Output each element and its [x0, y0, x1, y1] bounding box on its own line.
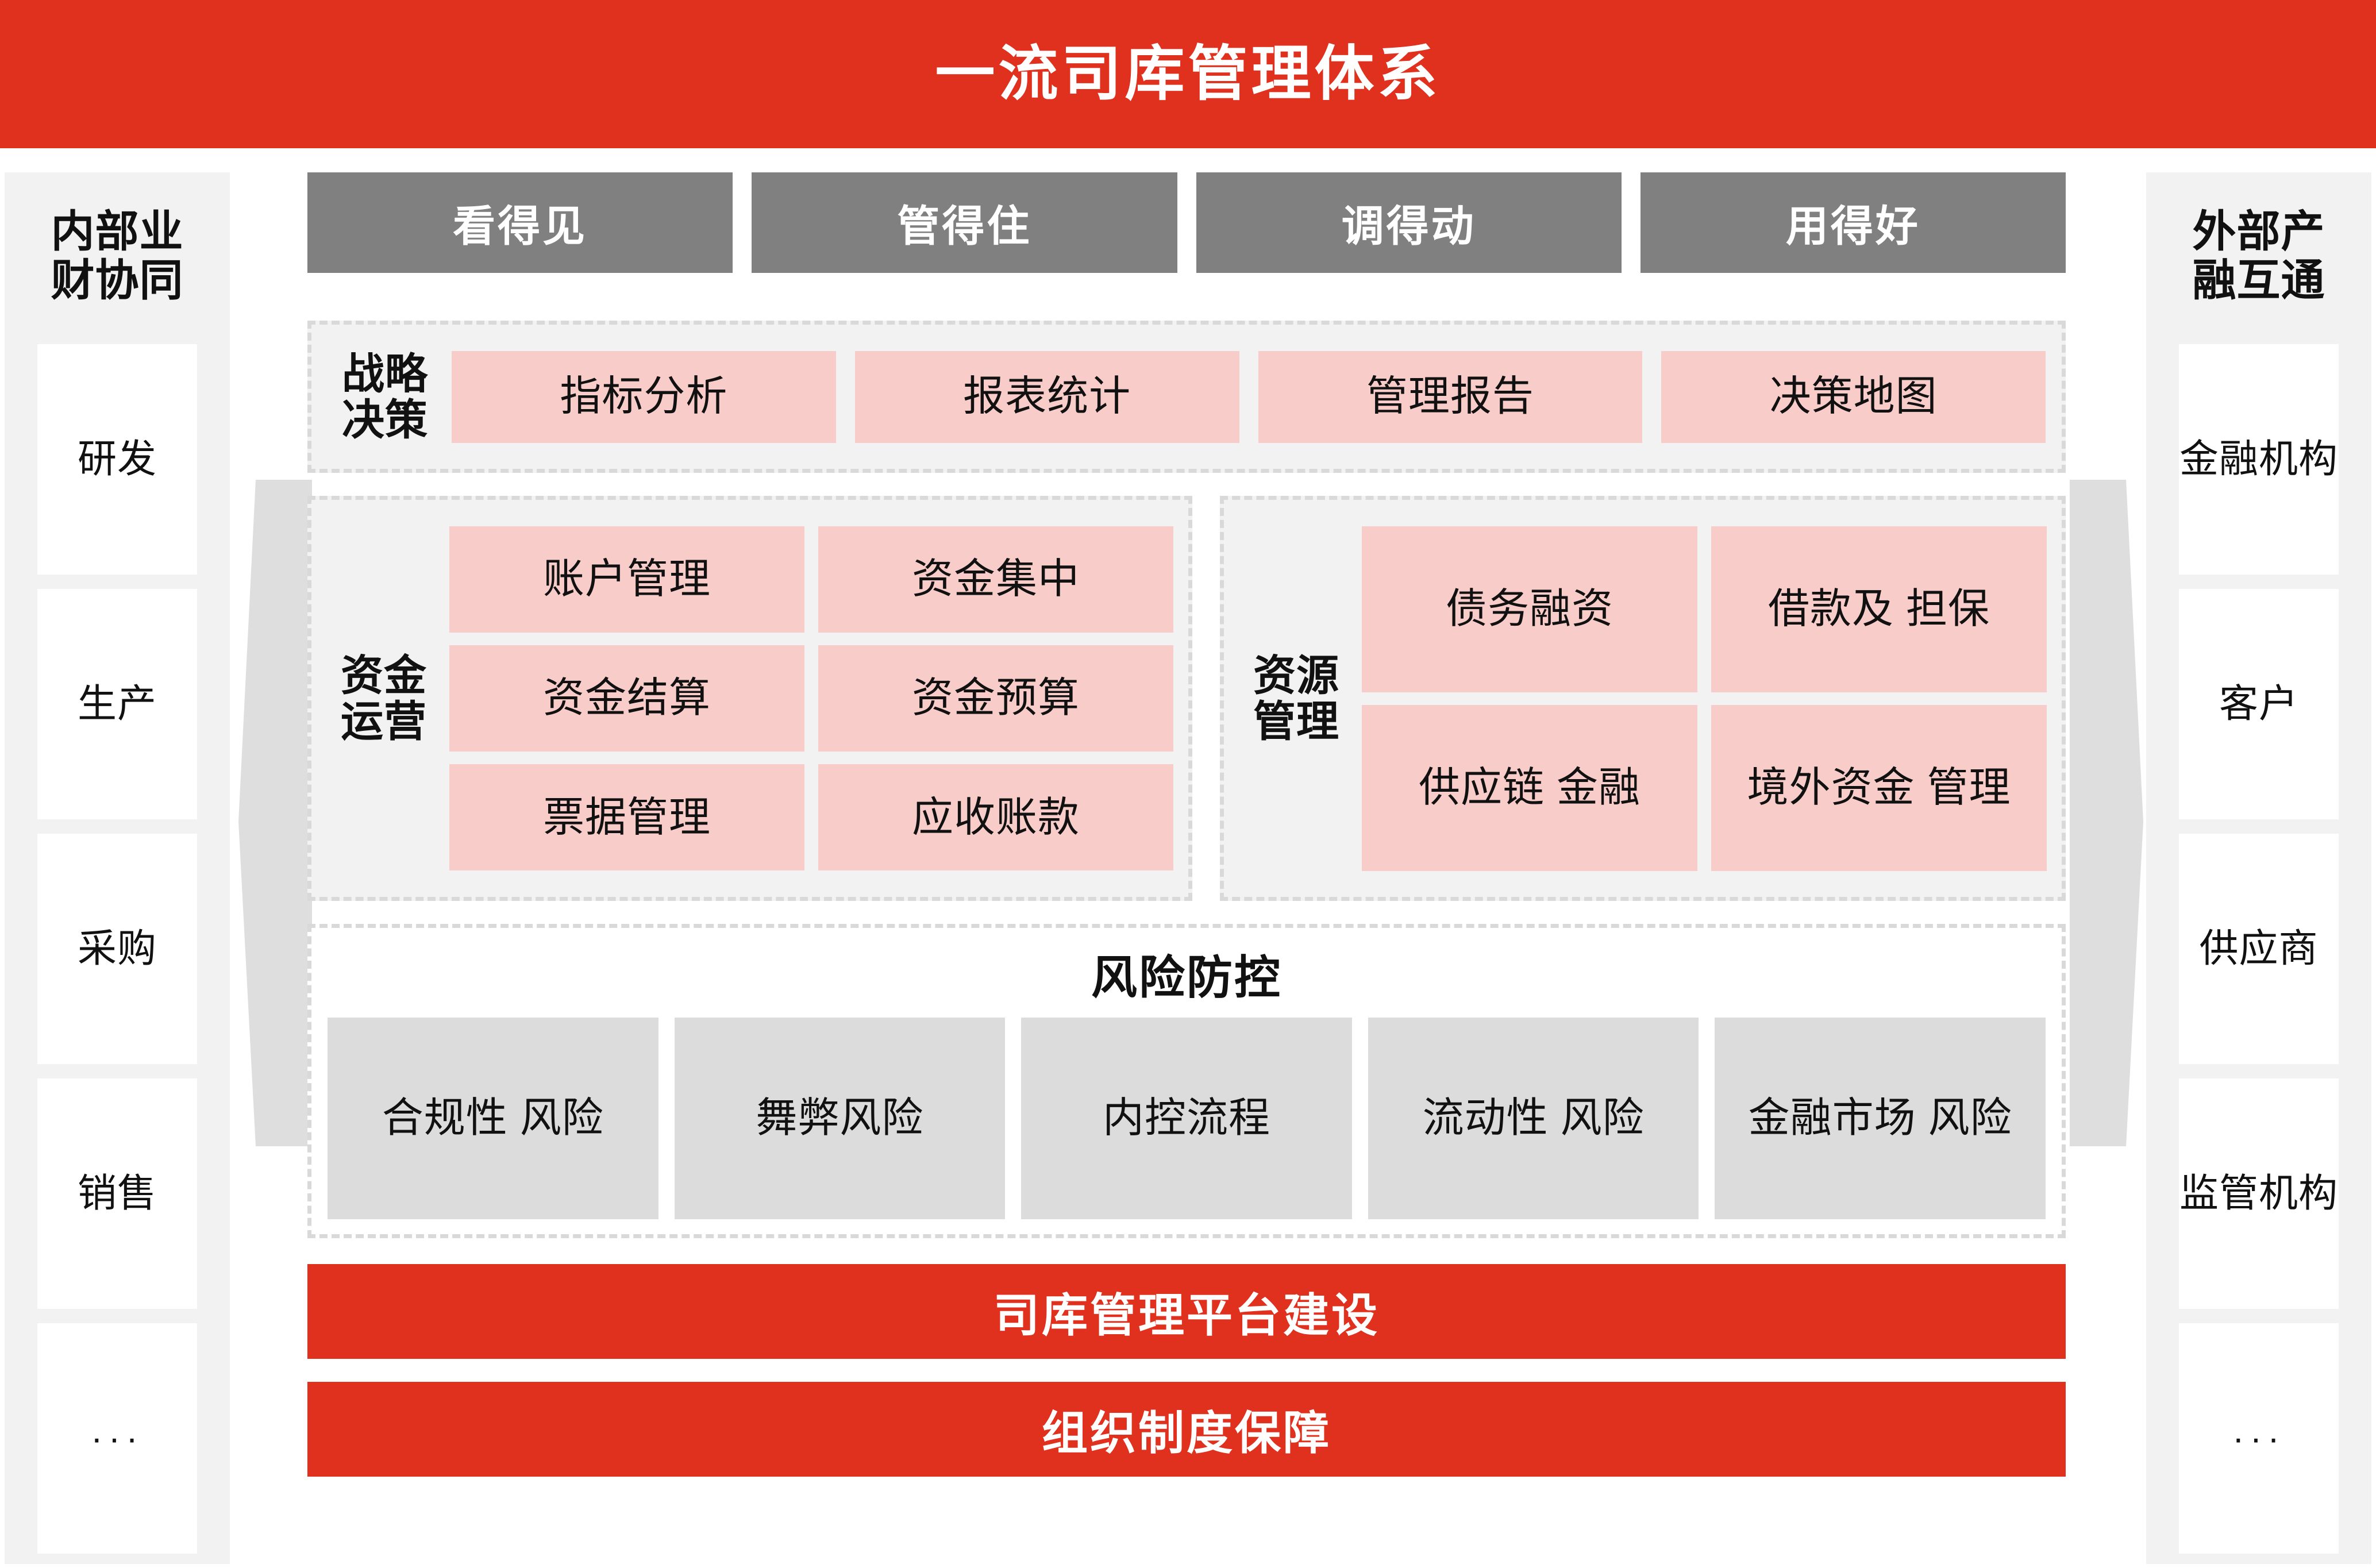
- right-panel-item-more[interactable]: ···: [2179, 1323, 2339, 1554]
- operations-chip-grid: 账户管理 资金集中 资金结算 资金预算 票据管理 应收账款: [449, 526, 1173, 871]
- left-side-panel: 内部业财协同 研发 生产 采购 销售 ···: [5, 172, 230, 1564]
- risk-chip-3[interactable]: 内控流程: [1021, 1018, 1352, 1219]
- risk-chip-4[interactable]: 流动性 风险: [1368, 1018, 1699, 1219]
- strategy-section: 战略 决策 指标分析 报表统计 管理报告 决策地图: [307, 321, 2066, 473]
- right-panel-item-4[interactable]: 监管机构: [2179, 1078, 2339, 1309]
- resources-chip-2[interactable]: 借款及 担保: [1711, 526, 2047, 692]
- operations-chip-6[interactable]: 应收账款: [818, 764, 1173, 871]
- strategy-chip-1[interactable]: 指标分析: [452, 350, 836, 443]
- strategy-chip-4[interactable]: 决策地图: [1661, 350, 2046, 443]
- resources-section-label: 资源 管理: [1253, 651, 1339, 745]
- right-panel-item-2[interactable]: 客户: [2179, 589, 2339, 819]
- resources-section: 资源 管理 债务融资 借款及 担保 供应链 金融 境外资金 管理: [1220, 496, 2066, 901]
- foundation-bar-organization[interactable]: 组织制度保障: [307, 1382, 2066, 1477]
- operations-chip-4[interactable]: 资金预算: [818, 645, 1173, 752]
- pillar-row: 看得见 管得住 调得动 用得好: [307, 172, 2066, 273]
- pillar-button-3[interactable]: 调得动: [1196, 172, 1622, 273]
- main-content: 看得见 管得住 调得动 用得好 战略 决策 指标分析 报表统计 管理报告 决策地…: [307, 172, 2066, 1564]
- foundation-bar-platform[interactable]: 司库管理平台建设: [307, 1264, 2066, 1359]
- strategy-section-label: 战略 决策: [342, 349, 428, 444]
- right-panel-item-3[interactable]: 供应商: [2179, 834, 2339, 1064]
- resources-chip-1[interactable]: 债务融资: [1362, 526, 1697, 692]
- operations-chip-2[interactable]: 资金集中: [818, 526, 1173, 633]
- strategy-chip-row: 指标分析 报表统计 管理报告 决策地图: [452, 350, 2046, 443]
- pillar-button-4[interactable]: 用得好: [1640, 172, 2066, 273]
- risk-section: 风险防控 合规性 风险 舞弊风险 内控流程 流动性 风险 金融市场 风险: [307, 924, 2066, 1238]
- pillar-button-1[interactable]: 看得见: [307, 172, 733, 273]
- left-panel-item-more[interactable]: ···: [37, 1323, 197, 1554]
- left-panel-heading: 内部业财协同: [51, 207, 184, 305]
- risk-chip-2[interactable]: 舞弊风险: [674, 1018, 1006, 1219]
- resources-chip-4[interactable]: 境外资金 管理: [1711, 704, 2047, 871]
- left-panel-item-4[interactable]: 销售: [37, 1078, 197, 1309]
- right-side-panel: 外部产融互通 金融机构 客户 供应商 监管机构 ···: [2146, 172, 2371, 1564]
- strategy-chip-3[interactable]: 管理报告: [1258, 350, 1643, 443]
- resources-chip-3[interactable]: 供应链 金融: [1362, 704, 1697, 871]
- right-panel-heading: 外部产融互通: [2192, 207, 2325, 305]
- strategy-chip-2[interactable]: 报表统计: [854, 350, 1239, 443]
- left-panel-item-3[interactable]: 采购: [37, 834, 197, 1064]
- page-title: 一流司库管理体系: [935, 41, 1441, 107]
- risk-chip-row: 合规性 风险 舞弊风险 内控流程 流动性 风险 金融市场 风险: [328, 1018, 2046, 1219]
- left-panel-item-1[interactable]: 研发: [37, 344, 197, 575]
- pillar-button-2[interactable]: 管得住: [752, 172, 1177, 273]
- risk-chip-5[interactable]: 金融市场 风险: [1715, 1018, 2046, 1219]
- chevron-right-icon: [2069, 480, 2143, 1146]
- operations-chip-1[interactable]: 账户管理: [449, 526, 804, 633]
- operations-section-label: 资金 运营: [341, 651, 427, 745]
- risk-chip-1[interactable]: 合规性 风险: [328, 1018, 658, 1219]
- right-panel-item-1[interactable]: 金融机构: [2179, 344, 2339, 575]
- page-title-banner: 一流司库管理体系: [0, 0, 2376, 148]
- risk-section-title: 风险防控: [1091, 952, 1282, 1003]
- chevron-left-icon: [238, 480, 313, 1146]
- operations-chip-5[interactable]: 票据管理: [449, 764, 804, 871]
- operations-chip-3[interactable]: 资金结算: [449, 645, 804, 752]
- operations-section: 资金 运营 账户管理 资金集中 资金结算 资金预算 票据管理 应收账款: [307, 496, 1192, 901]
- left-panel-item-2[interactable]: 生产: [37, 589, 197, 819]
- resources-chip-grid: 债务融资 借款及 担保 供应链 金融 境外资金 管理: [1362, 526, 2047, 871]
